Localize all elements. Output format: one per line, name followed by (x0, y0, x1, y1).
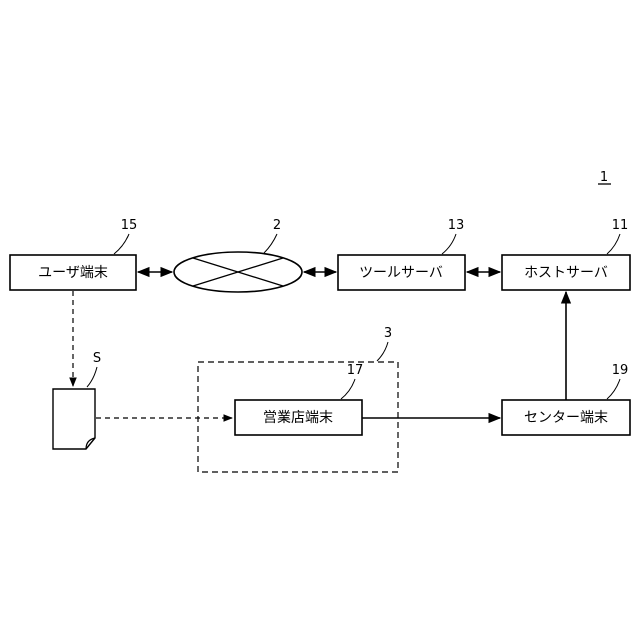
user-terminal-leader (114, 234, 129, 254)
user-terminal-label: ユーザ端末 (38, 265, 108, 281)
center-terminal-ref: 19 (612, 363, 629, 378)
user-terminal-ref: 15 (121, 218, 138, 233)
user-terminal-node: ユーザ端末 15 (10, 218, 137, 290)
branch-terminal-node: 営業店端末 17 (235, 363, 363, 435)
host-server-label: ホストサーバ (524, 265, 608, 281)
center-terminal-label: センター端末 (524, 410, 608, 426)
branch-terminal-label: 営業店端末 (263, 410, 333, 426)
network-ref: 2 (273, 218, 281, 233)
tool-server-node: ツールサーバ 13 (338, 218, 465, 290)
tool-server-leader (442, 234, 456, 254)
document-leader (87, 367, 97, 387)
document-node: S (53, 351, 101, 449)
host-server-leader (607, 234, 620, 254)
branch-group-ref: 3 (384, 326, 392, 341)
network-node: 2 (174, 218, 302, 292)
branch-group-leader (377, 342, 388, 361)
branch-terminal-leader (341, 379, 355, 399)
host-server-node: ホストサーバ 11 (502, 218, 630, 290)
document-ref: S (93, 351, 101, 366)
document-shape (53, 389, 95, 449)
branch-group: 3 (198, 326, 398, 472)
host-server-ref: 11 (612, 218, 629, 233)
tool-server-ref: 13 (448, 218, 465, 233)
branch-terminal-ref: 17 (347, 363, 364, 378)
center-terminal-leader (607, 379, 620, 399)
figure-number-text: 1 (600, 170, 608, 185)
figure-number: 1 (598, 170, 611, 185)
tool-server-label: ツールサーバ (359, 265, 443, 281)
network-leader (264, 234, 277, 253)
